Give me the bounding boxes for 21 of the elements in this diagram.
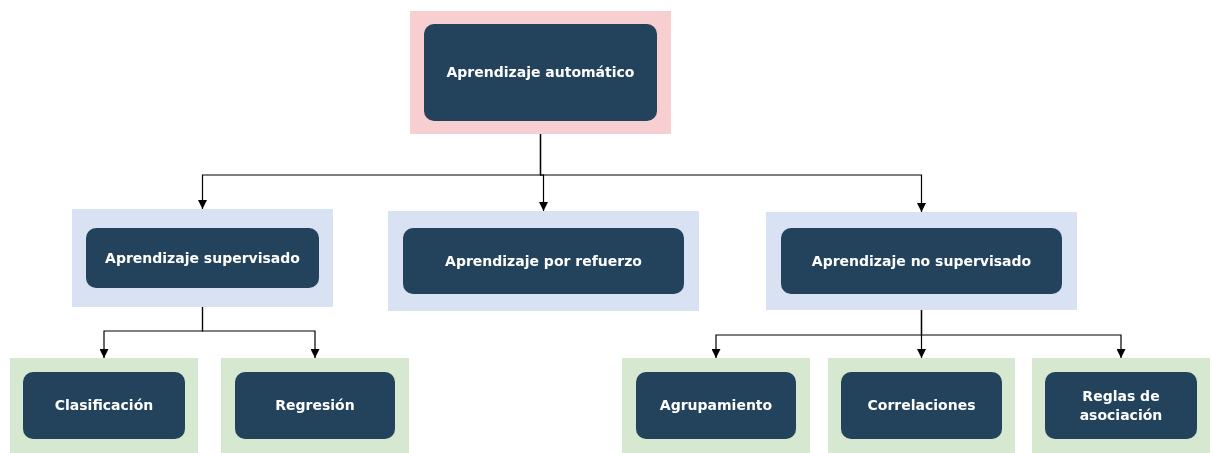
highlight-frame xyxy=(388,211,699,311)
highlight-frame xyxy=(622,358,810,453)
process-box: Aprendizaje supervisado xyxy=(86,228,319,288)
process-box: Aprendizaje por refuerzo xyxy=(403,228,684,294)
highlight-frame xyxy=(828,358,1015,453)
arrow xyxy=(539,133,926,213)
highlight-frame xyxy=(72,209,333,307)
process-box: Clasificación xyxy=(23,372,185,439)
process-box: Regresión xyxy=(235,372,395,439)
process-box: Correlaciones xyxy=(841,372,1002,439)
arrow xyxy=(920,309,1126,359)
process-box: Reglas de asociación xyxy=(1045,372,1197,439)
process-box: Agrupamiento xyxy=(636,372,796,439)
highlight-frame xyxy=(1032,358,1210,453)
process-box: Aprendizaje no supervisado xyxy=(781,228,1062,294)
arrow xyxy=(201,306,320,359)
process-box: Aprendizaje automático xyxy=(424,24,657,121)
highlight-frame xyxy=(766,212,1077,310)
highlight-frame xyxy=(410,11,671,134)
highlight-frame xyxy=(221,358,409,453)
highlight-frame xyxy=(10,358,198,453)
